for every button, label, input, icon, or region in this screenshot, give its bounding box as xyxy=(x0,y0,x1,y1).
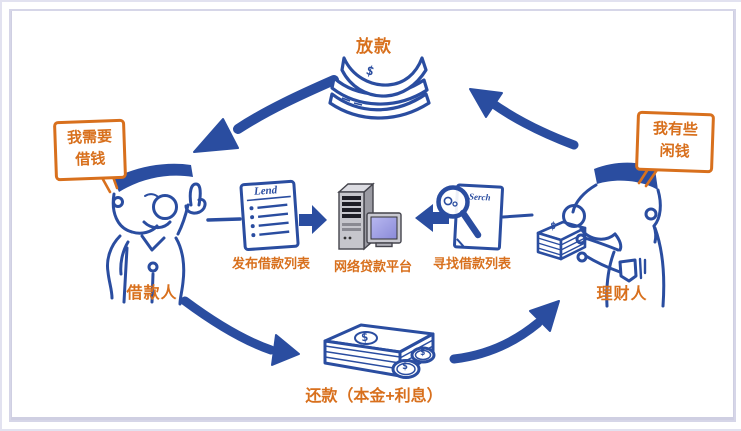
dollar-sign-investor-stack: $ xyxy=(549,220,557,233)
borrower-figure xyxy=(106,163,207,306)
magnifier-icon xyxy=(436,185,482,239)
repayment-money-icon xyxy=(323,323,436,379)
dollar-sign-repay-stack: $ xyxy=(360,329,369,345)
label-borrower: 借款人 xyxy=(126,285,178,302)
dollar-sign-coin-2: $ xyxy=(420,348,426,358)
arrow-lendlist-to-platform xyxy=(206,205,327,234)
dollar-sign-coin-1: $ xyxy=(402,361,409,372)
arrow-searchlist-to-platform xyxy=(415,204,534,232)
label-disburse: 放款 xyxy=(356,37,392,56)
arrow-borrower-to-repay xyxy=(180,296,300,366)
borrower-speech-line1: 我需要 xyxy=(66,128,113,147)
label-publish-lend-list: 发布借款列表 xyxy=(231,256,311,271)
arrow-disburse-to-borrower xyxy=(193,75,339,153)
label-investor: 理财人 xyxy=(596,286,648,303)
investor-speech-line2: 闲钱 xyxy=(659,142,690,161)
borrower-speech-line2: 借钱 xyxy=(75,150,106,169)
label-platform: 网络贷款平台 xyxy=(333,259,413,274)
lend-document-icon xyxy=(239,179,300,252)
label-search-lend-list: 寻找借款列表 xyxy=(432,256,512,271)
investor-speech-line1: 我有些 xyxy=(652,120,699,139)
monitor-icon xyxy=(366,212,402,248)
money-fan-icon xyxy=(328,56,431,120)
borrower-speech-bubble: 我需要 借钱 xyxy=(52,118,128,182)
arrow-repay-to-investor xyxy=(449,300,560,364)
arrow-investor-to-disburse xyxy=(469,88,579,150)
lend-doc-title: Lend xyxy=(253,184,278,198)
search-doc-title: Serch xyxy=(468,191,491,203)
label-repay: 还款（本金+利息） xyxy=(305,388,443,405)
investor-speech-bubble: 我有些 闲钱 xyxy=(634,110,716,174)
